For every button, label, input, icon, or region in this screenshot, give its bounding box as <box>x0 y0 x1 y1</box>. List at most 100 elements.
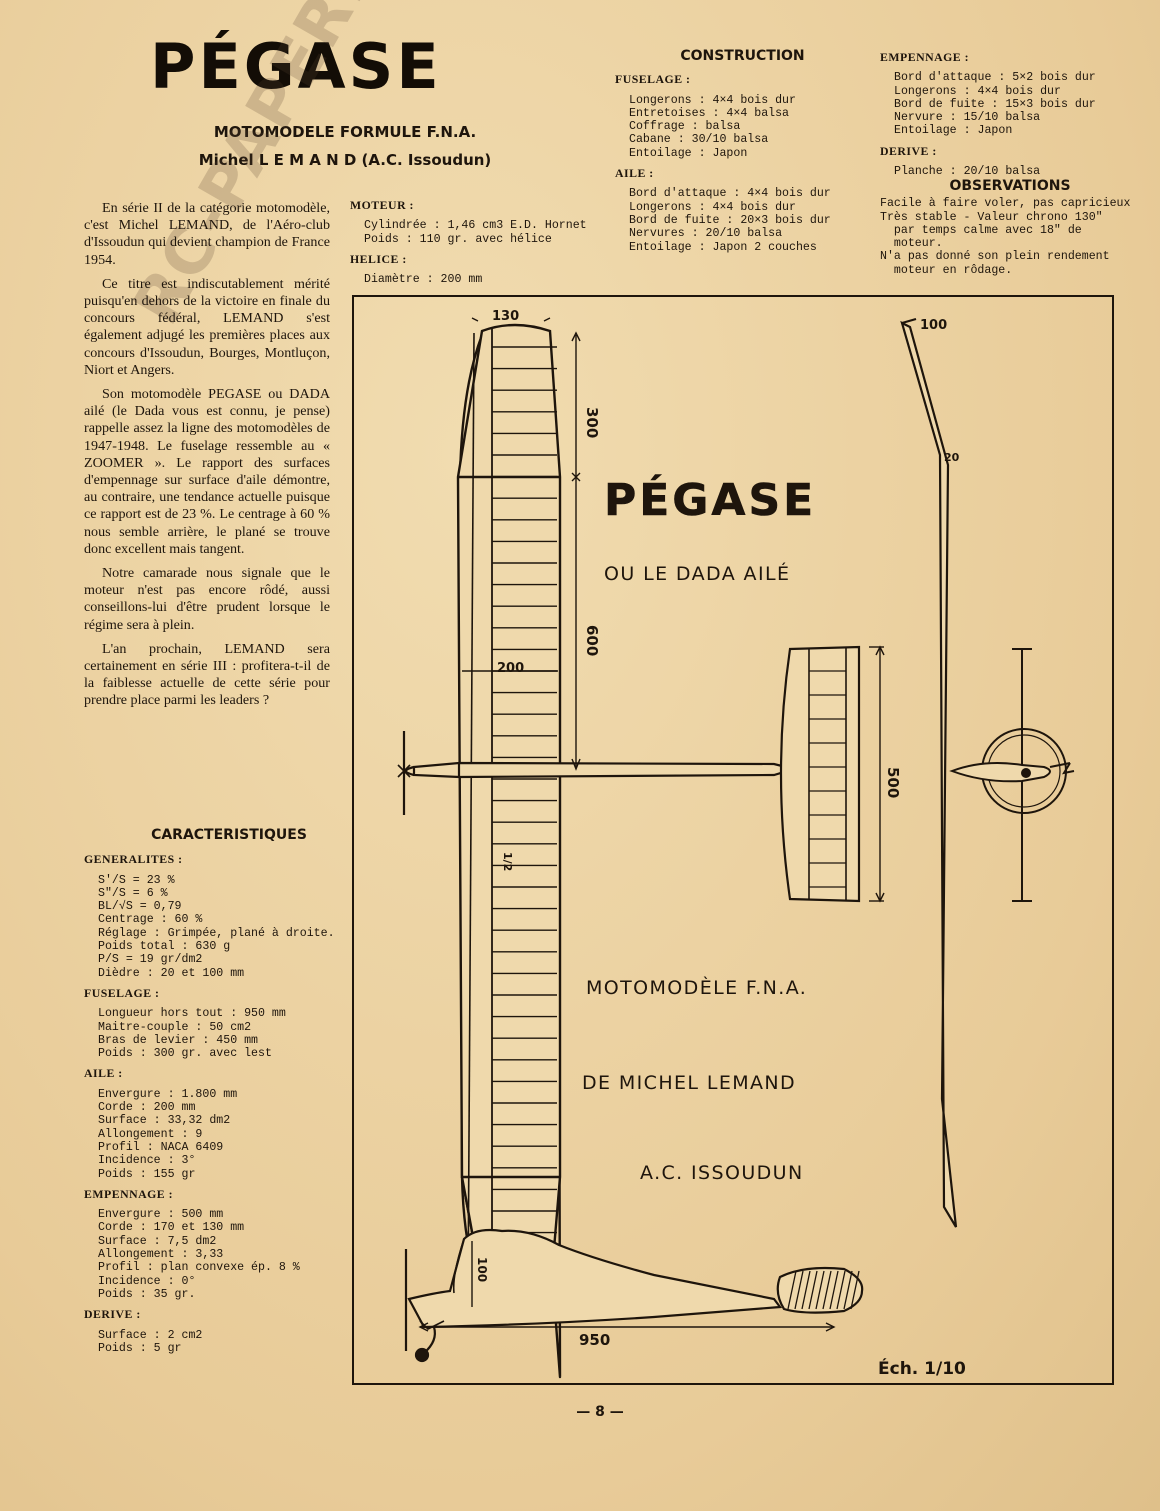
dim-center-span: 600 <box>583 625 601 656</box>
spec-line: Longerons : 4×4 bois dur <box>629 200 796 214</box>
spec-group-title: HELICE : <box>350 251 407 266</box>
motor-section: MOTEUR : Cylindrée : 1,46 cm3 E.D. Hornet… <box>350 198 610 293</box>
spec-line: Centrage : 60 % <box>98 913 203 927</box>
spec-group: MOTEUR : Cylindrée : 1,46 cm3 E.D. Hornet… <box>350 198 610 246</box>
intro-paragraph: Notre camarade nous signale que le moteu… <box>84 565 330 633</box>
spec-group: EMPENNAGE :Bord d'attaque : 5×2 bois dur… <box>880 50 1140 138</box>
spec-line: Entretoises : 4×4 balsa <box>629 106 790 120</box>
spec-line: Corde : 170 et 130 mm <box>98 1221 245 1235</box>
intro-paragraph: En série II de la catégorie motomodèle, … <box>84 200 330 268</box>
dim-dihedral-tip: 100 <box>920 318 947 333</box>
article-author: Michel L E M A N D (A.C. Issoudun) <box>198 151 492 169</box>
construction-title: CONSTRUCTION <box>680 48 805 64</box>
spec-line: Corde : 200 mm <box>98 1101 196 1115</box>
fuselage-top <box>412 761 799 779</box>
spec-line: Nervures : 20/10 balsa <box>629 227 783 241</box>
dim-fuselage-length: 950 <box>579 1331 610 1349</box>
spec-line: Poids total : 630 g <box>98 940 231 954</box>
spec-group: HELICE : Diamètre : 200 mm <box>350 251 610 287</box>
spec-group-title: DERIVE : <box>880 143 937 158</box>
observation-line: Facile à faire voler, pas capricieux <box>880 197 1131 211</box>
spec-line: Bord de fuite : 15×3 bois dur <box>894 97 1096 111</box>
article-subtitle: MOTOMODELE FORMULE F.N.A. <box>213 123 477 141</box>
fin-hatch-line <box>843 1270 853 1310</box>
observation-line: moteur. <box>880 237 943 251</box>
observation-line: Très stable - Valeur chrono 130" <box>880 210 1103 224</box>
spec-line: Longerons : 4×4 bois dur <box>629 93 796 107</box>
observations-title: OBSERVATIONS <box>949 178 1071 194</box>
spec-line: Diamètre : 200 mm <box>364 273 483 287</box>
spec-line: Bord d'attaque : 5×2 bois dur <box>894 71 1096 85</box>
spec-line: Coffrage : balsa <box>629 120 741 134</box>
plan-scale: Éch. 1/10 <box>878 1357 966 1379</box>
fin-hatch-line <box>836 1270 846 1310</box>
construction-right-section: EMPENNAGE :Bord d'attaque : 5×2 bois dur… <box>880 50 1140 185</box>
spec-line: Réglage : Grimpée, plané à droite. <box>98 926 335 940</box>
spec-group-title: DERIVE : <box>84 1307 141 1322</box>
spec-group-lines: Planche : 20/10 balsa <box>880 165 1140 178</box>
characteristics-groups: GENERALITES :S'/S = 23 %S"/S = 6 %BL/√S … <box>84 852 354 1356</box>
spec-group-lines: Diamètre : 200 mm <box>350 273 610 286</box>
spec-line: Profil : plan convexe ép. 8 % <box>98 1261 300 1275</box>
spec-group-title: MOTEUR : <box>350 198 414 212</box>
spec-line: Poids : 35 gr. <box>98 1287 196 1301</box>
dim-tail-span: 500 <box>884 767 902 798</box>
characteristics-title: CARACTERISTIQUES <box>151 827 307 843</box>
dim-wing-chord: 200 <box>497 661 524 676</box>
observation-line: N'a pas donné son plein rendement <box>880 250 1110 264</box>
plan-svg: PÉGASE OU LE DADA AILÉ MOTOMODÈLE F.N.A.… <box>397 309 1075 1379</box>
observations-section: OBSERVATIONS Facile à faire voler, pas c… <box>880 178 1140 277</box>
dim-pylon-height: 100 <box>475 1257 489 1282</box>
spec-line: Envergure : 500 mm <box>98 1208 224 1222</box>
plan-drawing: PÉGASE OU LE DADA AILÉ MOTOMODÈLE F.N.A.… <box>352 295 1114 1385</box>
spec-line: Entoilage : Japon <box>894 124 1013 138</box>
spec-line: S"/S = 6 % <box>98 886 168 900</box>
spec-group-title: AILE : <box>615 166 654 181</box>
spec-line: Dièdre : 20 et 100 mm <box>98 966 245 980</box>
construction-section: CONSTRUCTION FUSELAGE : Longerons : 4×4 b… <box>615 48 870 261</box>
plan-title: PÉGASE <box>604 473 816 526</box>
characteristics-section: CARACTERISTIQUES GENERALITES :S'/S = 23 … <box>84 827 354 1362</box>
observation-line: par temps calme avec 18" de <box>880 223 1082 237</box>
spec-line: Allongement : 3,33 <box>98 1248 224 1262</box>
spec-group-title: FUSELAGE : <box>615 72 691 87</box>
spec-group: DERIVE : Planche : 20/10 balsa <box>880 143 1140 179</box>
observation-line: moteur en rôdage. <box>880 263 1013 277</box>
fin-hatch-line <box>815 1270 825 1310</box>
spec-line: Longerons : 4×4 bois dur <box>894 84 1061 98</box>
spec-line: S'/S = 23 % <box>98 873 175 887</box>
tailplane-outline <box>779 645 861 903</box>
wheel <box>414 1347 430 1363</box>
spec-line: Cylindrée : 1,46 cm3 E.D. Hornet <box>364 219 587 233</box>
spec-line: Incidence : 0° <box>98 1274 196 1288</box>
spec-line: Bord de fuite : 20×3 bois dur <box>629 213 831 227</box>
spec-line: Profil : NACA 6409 <box>98 1140 224 1154</box>
spec-group-title: EMPENNAGE : <box>84 1186 174 1201</box>
intro-paragraph: Ce titre est indiscutablement mérité pui… <box>84 275 330 378</box>
spec-line: BL/√S = 0,79 <box>98 900 182 914</box>
plan-subtitle: OU LE DADA AILÉ <box>604 562 790 585</box>
plan-line-1: MOTOMODÈLE F.N.A. <box>586 976 807 999</box>
spec-line: Bord d'attaque : 4×4 bois dur <box>629 187 831 201</box>
dim-rib-mark: 1/2 <box>501 852 514 871</box>
spec-group-title: AILE : <box>84 1066 123 1081</box>
spinner <box>404 765 415 777</box>
construction-right-groups: EMPENNAGE :Bord d'attaque : 5×2 bois dur… <box>880 50 1140 179</box>
fin-hatch-line <box>808 1270 818 1310</box>
fin-hatch-line <box>822 1270 832 1310</box>
spec-line: Bras de levier : 450 mm <box>98 1033 259 1047</box>
